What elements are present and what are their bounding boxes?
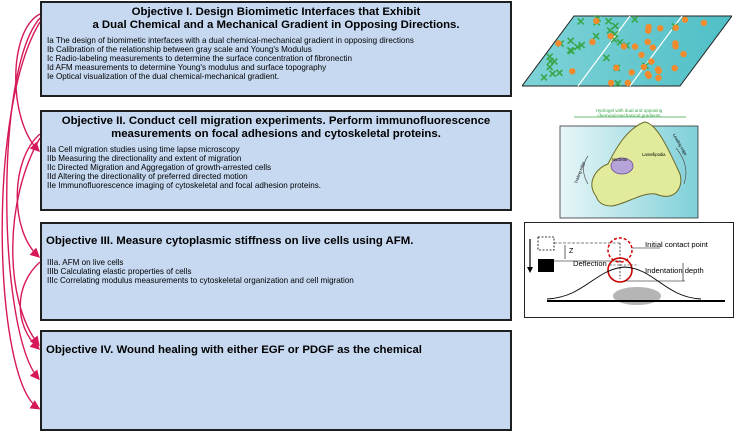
mechanical-dot-mark — [648, 58, 655, 65]
mechanical-dot-mark — [624, 79, 632, 87]
objective-1-box: Objective I. Design Biomimetic Interface… — [40, 1, 512, 97]
objective-item: IId Altering the directionality of prefe… — [47, 172, 248, 182]
chemical-cross-mark — [573, 43, 582, 51]
objective-2-title: Objective II. Conduct cell migration exp… — [46, 115, 506, 140]
mechanical-dot-mark — [672, 24, 679, 31]
deflection-label: Deflection — [573, 259, 607, 268]
mechanical-dot-mark — [640, 63, 648, 71]
objective-1-title-line1: Objective I. Design Biomimetic Interface… — [131, 6, 421, 18]
chemical-cross-mark — [555, 69, 564, 77]
hydrogel-label: Hydrogel with dual and opposing chemical… — [564, 108, 694, 118]
objective-item: IIIa. AFM on live cells — [47, 257, 124, 267]
chemical-cross-mark — [602, 54, 610, 62]
chemical-cross-mark — [592, 32, 600, 40]
objective-1-title: Objective I. Design Biomimetic Interface… — [46, 6, 506, 31]
mechanical-dot-mark — [681, 16, 689, 23]
mechanical-dot-mark — [680, 50, 687, 58]
z-label: Z — [569, 246, 574, 255]
mechanical-dot-mark — [589, 38, 596, 46]
nucleus-label: Nucleus — [612, 157, 628, 162]
mechanical-dot-mark — [657, 25, 664, 32]
objective-4-title: Objective IV. Wound healing with either … — [46, 344, 422, 356]
objective-2-box: Objective II. Conduct cell migration exp… — [40, 110, 512, 211]
mechanical-dot-mark — [700, 19, 708, 27]
objective-item: IIe Immunofluorescence imaging of cytosk… — [47, 181, 321, 191]
chemical-cross-mark — [577, 17, 585, 26]
cell-body — [591, 121, 682, 207]
cell-migration-figure: Hydrogel with dual and opposing chemical… — [556, 108, 702, 221]
mechanical-dot-mark — [672, 40, 679, 47]
objective-1-title-line2: a Dual Chemical and a Mechanical Gradien… — [92, 18, 460, 31]
chemical-cross-mark — [606, 26, 614, 35]
arrow-obj2-to-obj3 — [16, 133, 41, 258]
chemical-cross-mark — [540, 73, 548, 81]
objective-item: Ia The design of biomimetic interfaces w… — [47, 36, 414, 45]
mechanical-dot-mark — [644, 38, 651, 46]
objective-item: Ie Optical visualization of the dual che… — [47, 72, 280, 82]
arrow-obj1-to-obj4a — [6, 17, 41, 381]
mechanical-dot-mark — [644, 70, 652, 78]
objective-item: Ic Radio-labeling measurements to determ… — [47, 54, 353, 64]
arrow-obj2-to-obj4 — [12, 137, 41, 347]
arrow-obj1-to-obj2 — [15, 13, 41, 152]
mechanical-dot-mark — [655, 74, 662, 82]
mechanical-dot-mark — [613, 64, 620, 71]
mechanical-dot-mark — [655, 67, 662, 75]
chemical-cross-mark — [614, 79, 622, 87]
afm-indentation-figure: Z Deflection Initial contact point Inden… — [524, 222, 734, 318]
objective-item: IIIc Correlating modulus measurements to… — [47, 275, 354, 285]
chemical-cross-mark — [546, 53, 554, 61]
chemical-cross-mark — [578, 41, 586, 49]
nucleus — [610, 157, 634, 175]
objective-3-title: Objective III. Measure cytoplasmic stiff… — [46, 235, 414, 247]
mechanical-dot-mark — [569, 68, 576, 75]
objective-3-items: IIIa. AFM on live cells IIIb Calculating… — [47, 258, 510, 285]
objective-2-title-line2: measurements on focal adhesions and cyto… — [111, 127, 441, 140]
arrow-obj3-to-obj4 — [19, 261, 41, 350]
chemical-cross-mark — [546, 63, 554, 71]
chemical-cross-mark — [549, 70, 557, 78]
connector-arrows — [1, 13, 41, 410]
mechanical-dot-mark — [649, 44, 656, 51]
chemical-cross-mark — [605, 17, 613, 25]
objective-item: IIb Measuring the directionality and ext… — [47, 154, 242, 164]
objective-item: Id AFM measurements to determine Young's… — [47, 63, 327, 73]
objective-4-box: Objective IV. Wound healing with either … — [40, 330, 512, 431]
mechanical-dot-mark — [620, 43, 628, 50]
mechanical-dot-mark — [645, 23, 652, 31]
chemical-cross-mark — [631, 15, 639, 23]
indentation-depth-label: Indentation depth — [645, 266, 704, 275]
objective-3-box: Objective III. Measure cytoplasmic stiff… — [40, 222, 512, 321]
mechanical-dot-mark — [671, 64, 678, 72]
hydrogel-label-line1: Hydrogel with dual and opposing — [595, 108, 663, 113]
mechanical-dot-mark — [628, 69, 635, 76]
mechanical-dot-mark — [607, 79, 615, 87]
objective-item: Ib Calibration of the relationship betwe… — [47, 45, 312, 55]
mechanical-dot-mark — [631, 43, 639, 50]
initial-contact-label: Initial contact point — [645, 240, 708, 249]
objective-item: IIIb Calculating elastic properties of c… — [47, 266, 192, 276]
mechanical-dot-mark — [638, 51, 645, 59]
arrow-obj1-to-obj4b — [1, 21, 41, 410]
objective-2-items: IIa Cell migration studies using time la… — [47, 145, 510, 190]
mechanical-dot-mark — [593, 17, 600, 25]
lamellipodia-label: Lamellipodia — [642, 152, 666, 157]
hydrogel-label-line2: chemical-mechanical gradients — [597, 113, 661, 118]
chemical-cross-mark — [567, 37, 575, 45]
objective-item: IIa Cell migration studies using time la… — [47, 145, 240, 154]
mechanical-dot-mark — [555, 40, 562, 47]
objective-1-items: Ia The design of biomimetic interfaces w… — [47, 36, 510, 81]
mechanical-gradient-dots — [555, 16, 708, 87]
mechanical-dot-mark — [607, 32, 614, 40]
objective-2-title-line1: Objective II. Conduct cell migration exp… — [61, 115, 491, 127]
chemical-cross-mark — [566, 46, 574, 55]
gradient-hydrogel-figure — [522, 6, 732, 101]
objective-item: IIc Directed Migration and Aggregation o… — [47, 163, 272, 173]
